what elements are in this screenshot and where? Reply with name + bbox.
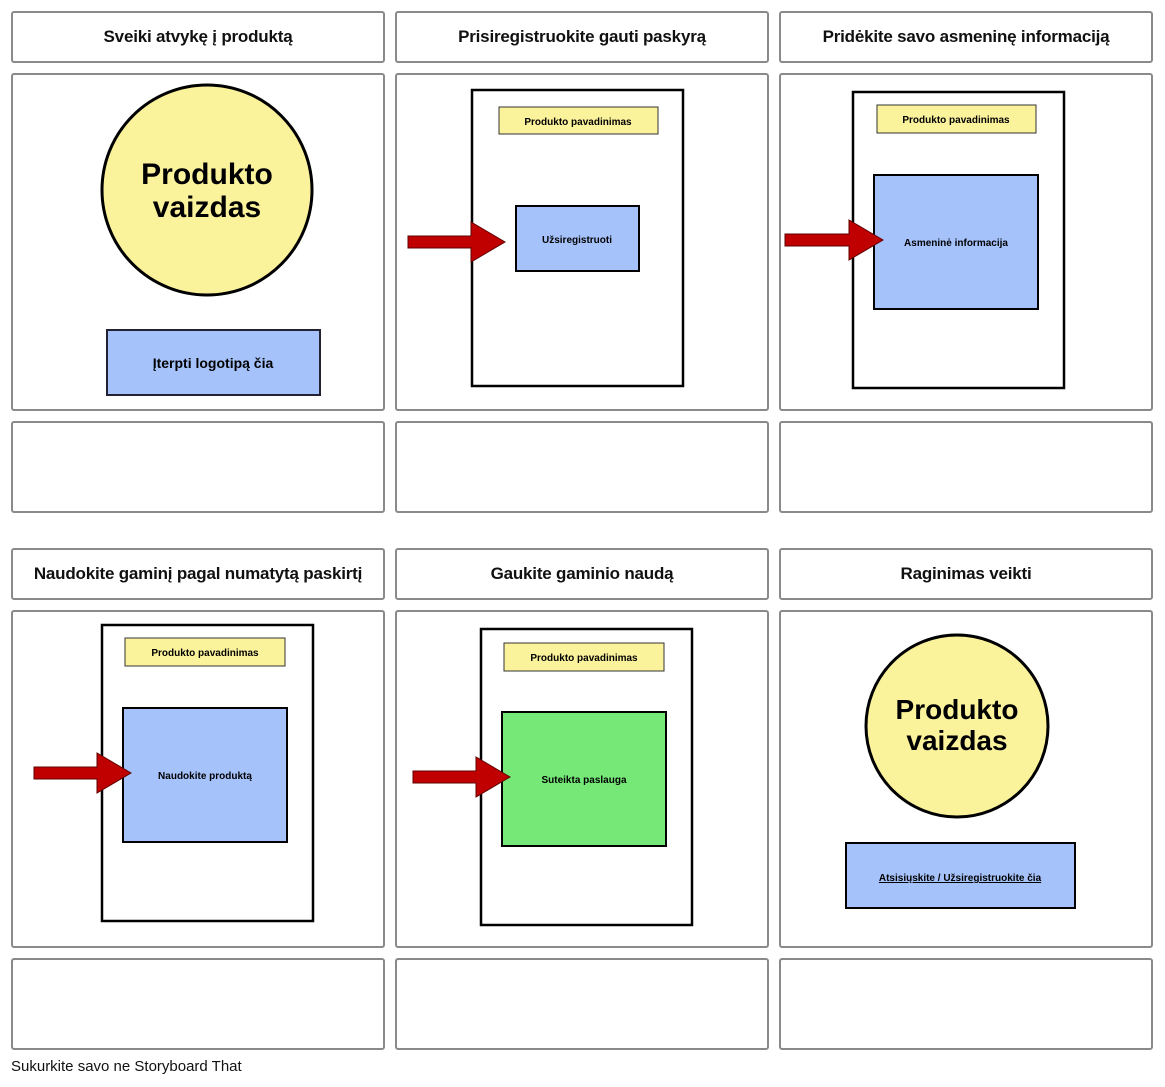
cell-3-scene[interactable]: Produkto pavadinimas Asmeninė informacij… <box>779 73 1153 411</box>
pointer-arrow <box>784 219 884 261</box>
service-provided-label: Suteikta paslauga <box>541 775 626 786</box>
cell-1-title[interactable]: Sveiki atvykę į produktą <box>11 11 385 63</box>
cell-3-title[interactable]: Pridėkite savo asmeninę informaciją <box>779 11 1153 63</box>
register-button-label: Užsiregistruoti <box>542 235 612 246</box>
product-name-label: Produkto pavadinimas <box>530 653 638 664</box>
product-name-bar <box>876 104 1037 134</box>
product-image-circle <box>864 633 1050 819</box>
use-product-label: Naudokite produktą <box>158 771 252 782</box>
cell-6-description[interactable] <box>779 958 1153 1050</box>
logo-placeholder-label: Įterpti logotipą čia <box>153 355 274 371</box>
cta-button-label: Atsisiųskite / Užsiregistruokite čia <box>879 873 1042 884</box>
product-name-label: Produkto pavadinimas <box>151 648 259 659</box>
cell-5-description[interactable] <box>395 958 769 1050</box>
pointer-arrow <box>33 752 132 794</box>
cta-button <box>845 842 1076 909</box>
product-image-circle <box>100 83 314 297</box>
cell-4-scene[interactable]: Produkto pavadinimas Naudokite produktą <box>11 610 385 948</box>
cell-5-scene[interactable]: Produkto pavadinimas Suteikta paslauga <box>395 610 769 948</box>
product-name-bar <box>498 106 659 135</box>
product-name-bar <box>124 637 286 667</box>
logo-placeholder <box>106 329 321 396</box>
cell-2-description[interactable] <box>395 421 769 513</box>
product-name-label: Produkto pavadinimas <box>524 117 632 128</box>
product-name-label: Produkto pavadinimas <box>902 115 1010 126</box>
cell-2-scene[interactable]: Produkto pavadinimas Užsiregistruoti <box>395 73 769 411</box>
cell-1-description[interactable] <box>11 421 385 513</box>
use-product-panel <box>122 707 288 843</box>
personal-info-panel <box>873 174 1039 310</box>
cell-5-title[interactable]: Gaukite gaminio naudą <box>395 548 769 600</box>
personal-info-label: Asmeninė informacija <box>904 238 1008 249</box>
cell-2-title[interactable]: Prisiregistruokite gauti paskyrą <box>395 11 769 63</box>
register-button <box>515 205 640 272</box>
cell-3-description[interactable] <box>779 421 1153 513</box>
cell-6-title[interactable]: Raginimas veikti <box>779 548 1153 600</box>
pointer-arrow <box>407 221 506 263</box>
footer-credit[interactable]: Sukurkite savo ne Storyboard That <box>11 1058 242 1075</box>
pointer-arrow <box>412 756 511 798</box>
product-name-bar <box>503 642 665 672</box>
cell-4-title[interactable]: Naudokite gaminį pagal numatytą paskirtį <box>11 548 385 600</box>
cell-4-description[interactable] <box>11 958 385 1050</box>
